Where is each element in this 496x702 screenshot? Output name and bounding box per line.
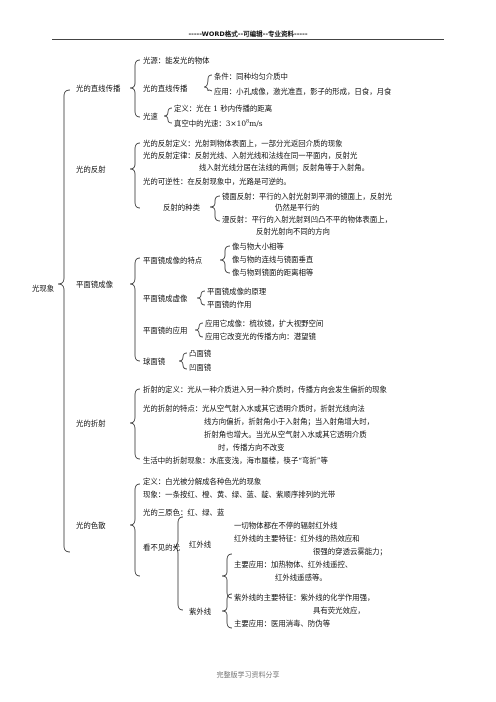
bracket-s1-speed (163, 107, 173, 124)
s5-ir-3: 很强的穿透云雾能力； (313, 547, 387, 556)
s5-phenomenon: 现象：一条按红、橙、黄、绿、蓝、靛、紫顺序排列的光带 (143, 490, 336, 499)
s5-ir-2: 红外线的主要特征：红外线的热效应和 (234, 534, 360, 543)
s5-uv-2: 具有荧光效应， (313, 606, 365, 615)
s3-title: 平面镜成像 (76, 280, 113, 289)
bracket-s2-kinds (209, 195, 221, 222)
s1-sub-title: 光的直线传播 (143, 84, 188, 93)
s3-features: 平面镜成像的特点 (143, 256, 203, 265)
s2-definition: 光的反射定义：光射到物体表面上，一部分光返回介质的现象 (143, 139, 343, 148)
s4-definition: 折射的定义：光从一种介质进入另一种介质时，传播方向会发生偏折的现象 (143, 385, 387, 394)
s5-title: 光的色散 (76, 521, 106, 530)
bracket-s5-invisible (172, 516, 184, 611)
s1-application: 应用：小孔成像，激光准直，影子的形成，日食，月食 (214, 87, 392, 96)
page-footer: 完整版学习资料分享 (216, 671, 280, 679)
bracket-s5 (129, 483, 141, 577)
s3-virtual-2: 平面镜的作用 (207, 300, 252, 309)
s5-infrared: 红外线 (189, 540, 212, 549)
bracket-s1-sub (203, 74, 213, 92)
s5-definition: 定义：白光被分解成各种色光的现象 (143, 477, 262, 486)
s3-feature-3: 像与物到镜面的距离相等 (232, 268, 314, 277)
s4-feature-3: 折射角也增大。当光从空气射入水或其它透明介质 (204, 430, 367, 439)
s2-title: 光的反射 (76, 165, 106, 174)
s1-speed-title: 光速 (143, 112, 158, 121)
bracket-s5-ir (221, 553, 233, 599)
s5-ir-4: 主要应用：加热物体、红外线遥控、 (234, 560, 353, 569)
s2-reversible: 光的可逆性：在反射现象中，光路是可逆的。 (143, 177, 291, 186)
s2-diffuse-2: 反射光射向不同的方向 (256, 227, 330, 236)
bracket-root (57, 89, 71, 553)
s4-feature-1: 光的折射的特点：光从空气射入水或其它透明介质时，折射光线向法 (143, 404, 365, 413)
s4-daily-life: 生活中的折射现象：水底变浅，海市蜃楼，筷子“弯折”等 (143, 456, 328, 465)
bracket-s2 (129, 142, 141, 209)
bracket-s3-sphere (178, 352, 188, 370)
s4-title: 光的折射 (76, 419, 106, 428)
s5-invisible-light: 看不见的光 (143, 543, 180, 552)
s3-convex: 凸面镜 (189, 349, 212, 358)
bracket-s3-virt (196, 290, 206, 306)
root-topic: 光现象 (32, 284, 55, 293)
s2-kinds: 反射的种类 (163, 203, 200, 212)
s1-light-source: 光源：能发光的物体 (143, 56, 210, 65)
s3-applications: 平面镜的应用 (143, 326, 188, 335)
s2-law-line1: 光的反射定律：反射光线、入射光线和法线在同一平面内，反射光 (143, 151, 358, 160)
s1-speed-def: 定义：光在 1 秒内传播的距离 (174, 104, 273, 113)
bracket-s3-feat (219, 245, 231, 274)
s5-uv-3: 主要应用：医用消毒、防伪等 (234, 619, 331, 628)
s2-law-line2: 线入射光线分居在法线的两侧；反射角等于入射角。 (199, 163, 369, 172)
s3-apply-2: 应用它改变光的传播方向：潜望镜 (205, 332, 316, 341)
s2-specular-2: 仍然是平行的 (275, 203, 320, 212)
s4-feature-2: 线方向偏折，折射角小于入射角；当入射角增大时， (204, 417, 374, 426)
s3-apply-1: 应用它成像：梳妆镜，扩大视野空间 (205, 319, 324, 328)
s5-primary-colors: 光的三原色：红、绿、蓝 (143, 508, 225, 517)
s5-uv-1: 紫外线的主要特征：紫外线的化学作用强， (234, 593, 375, 602)
s2-specular-1: 镜面反射：平行的入射光射到平滑的镜面上，反射光 (222, 192, 392, 201)
s1-speed-vacuum: 真空中的光速：3×108m/s (174, 118, 263, 128)
bracket-s3-apply (194, 322, 204, 338)
s3-feature-1: 像与物大小相等 (232, 242, 284, 251)
s2-diffuse-1: 漫反射：平行的入射光射到凹凸不平的物体表面上， (222, 215, 392, 224)
s5-ir-1: 一切物体都在不停的辐射红外线 (234, 521, 338, 530)
bracket-s5-uv (221, 593, 233, 629)
s5-ultraviolet: 紫外线 (189, 607, 212, 616)
s5-ir-5: 红外线遥感等。 (275, 573, 327, 582)
header-divider (52, 39, 444, 40)
s3-virtual-image: 平面镜成虚像 (143, 294, 188, 303)
s3-feature-2: 像与物的连线与镜面垂直 (232, 255, 314, 264)
s3-virtual-1: 平面镜成像的原理 (207, 287, 267, 296)
bracket-s1 (129, 59, 141, 118)
bracket-s4 (129, 388, 141, 460)
s1-title: 光的直线传播 (76, 84, 121, 93)
bracket-s3 (129, 257, 141, 362)
s1-condition: 条件：同种均匀介质中 (214, 72, 288, 81)
s3-concave: 凹面镜 (189, 363, 212, 372)
s3-spherical: 球面镜 (143, 357, 166, 366)
s4-feature-4: 时，传播方向不改变 (218, 443, 285, 452)
page-header: -----WORD格式--可编辑--专业资料----- (188, 30, 308, 38)
